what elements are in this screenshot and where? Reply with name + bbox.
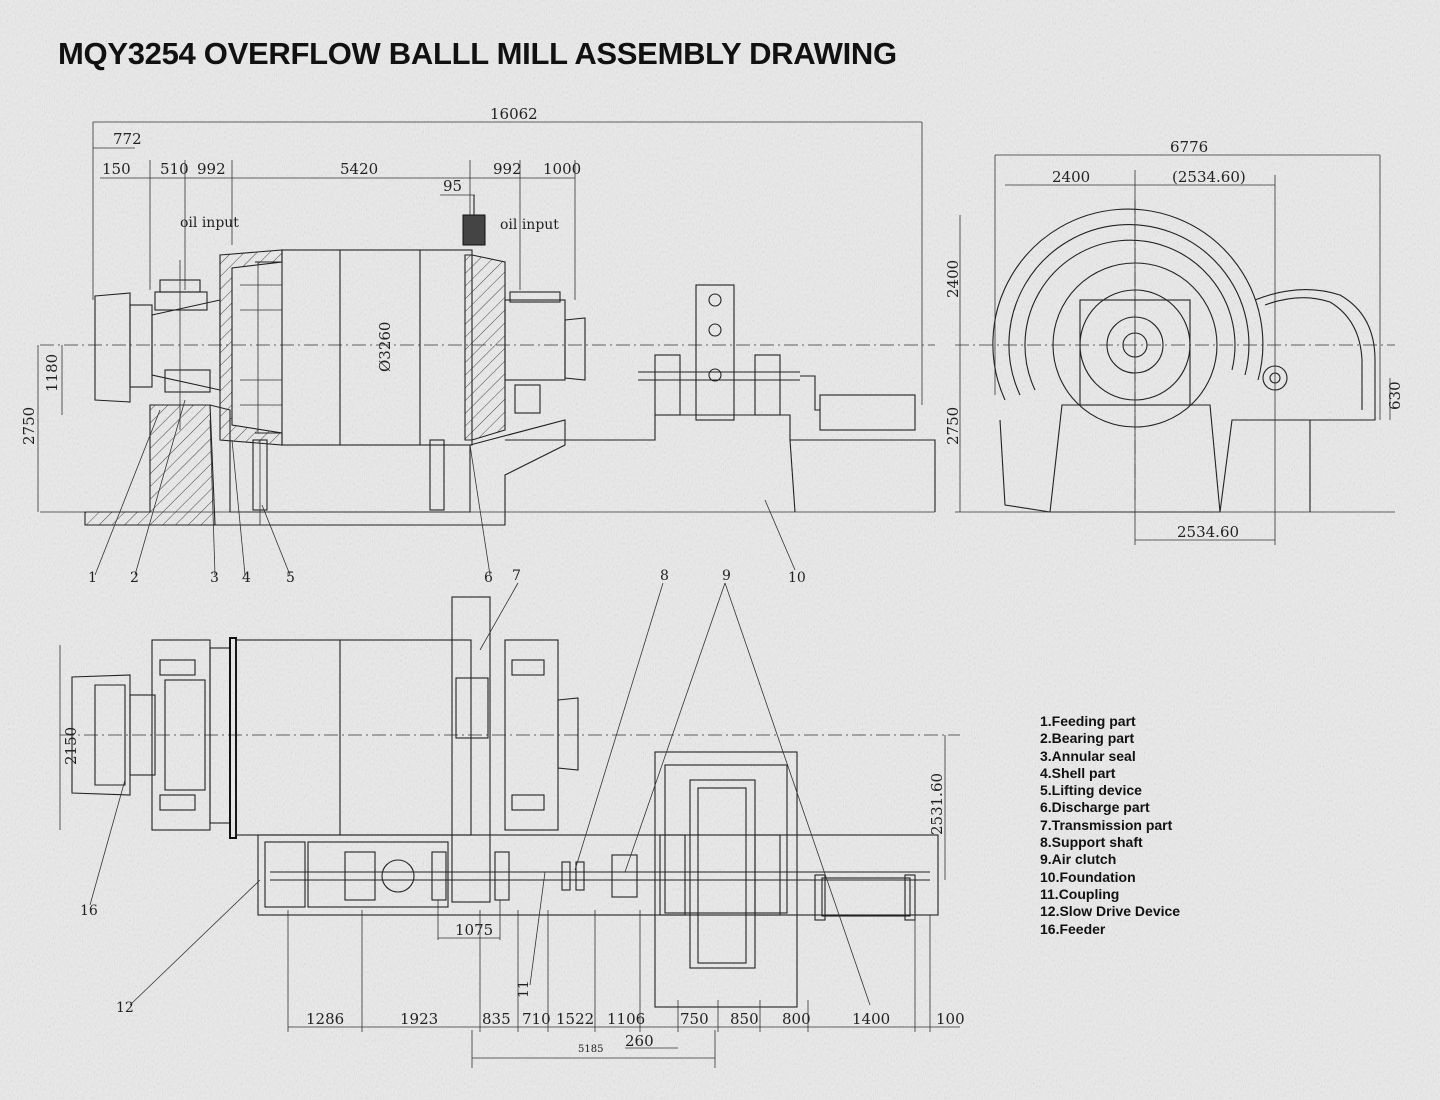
legend-item-feeder: 16.Feeder — [1040, 920, 1106, 937]
legend-item-feeding-part: 1.Feeding part — [1040, 713, 1136, 729]
callout-12: 12 — [116, 1000, 134, 1016]
plan-view: 2150 2531.60 1075 — [59, 582, 965, 1068]
callout-7: 7 — [512, 568, 521, 584]
legend-item-shell-part: 4.Shell part — [1040, 764, 1116, 781]
callout-9: 9 — [722, 568, 731, 584]
dim-992-right: 992 — [493, 160, 522, 178]
side-view: 16062 772 150 510 992 5420 992 1000 95 o… — [20, 105, 936, 586]
callout-6: 6 — [484, 570, 493, 586]
dim-2534-ref: (2534.60) — [1172, 168, 1246, 186]
dim-5420: 5420 — [340, 160, 378, 178]
dim-1180: 1180 — [43, 354, 61, 392]
callout-5: 5 — [286, 570, 295, 586]
callout-3: 3 — [210, 570, 219, 586]
dim-2400-side: 2400 — [944, 260, 962, 298]
callout-4: 4 — [242, 570, 251, 586]
dim-2750-end: 2750 — [944, 407, 962, 445]
parts-legend: 1.Feeding part 2.Bearing part 3.Annular … — [1040, 713, 1180, 938]
callout-16: 16 — [80, 903, 98, 919]
oil-input-left-label: oil input — [180, 215, 239, 231]
dim-95: 95 — [443, 177, 462, 195]
dim-1923: 1923 — [400, 1010, 438, 1028]
dim-772: 772 — [113, 130, 142, 148]
dim-1286: 1286 — [306, 1010, 344, 1028]
dim-992-left: 992 — [197, 160, 226, 178]
legend-item-slow-drive-device: 12.Slow Drive Device — [1040, 903, 1181, 920]
dim-1400: 1400 — [852, 1010, 890, 1028]
dim-5185: 5185 — [578, 1044, 603, 1055]
drawing-title: MQY3254 OVERFLOW BALLL MILL ASSEMBLY DRA… — [58, 36, 897, 71]
legend-item-foundation: 10.Foundation — [1040, 868, 1136, 885]
dim-800: 800 — [782, 1010, 811, 1028]
dim-overall-length: 16062 — [490, 105, 538, 123]
dim-2531: 2531.60 — [928, 773, 946, 835]
dim-1106: 1106 — [607, 1010, 645, 1028]
callout-8: 8 — [660, 568, 669, 584]
legend-item-annular-seal: 3.Annular seal — [1040, 747, 1136, 764]
legend-item-coupling: 11.Coupling — [1040, 885, 1120, 902]
callout-11: 11 — [516, 980, 532, 998]
dim-850: 850 — [730, 1010, 759, 1028]
dim-2400-top: 2400 — [1052, 168, 1090, 186]
callout-2: 2 — [130, 570, 139, 586]
dim-1522: 1522 — [556, 1010, 594, 1028]
dim-630: 630 — [1386, 381, 1404, 410]
callout-10: 10 — [788, 570, 806, 586]
dim-1075: 1075 — [455, 921, 493, 939]
dim-150: 150 — [102, 160, 131, 178]
oil-input-right-label: oil input — [500, 217, 559, 233]
legend-item-transmission-part: 7.Transmission part — [1040, 816, 1173, 833]
dim-510: 510 — [160, 160, 189, 178]
dim-710: 710 — [522, 1010, 551, 1028]
dim-2150: 2150 — [62, 727, 80, 765]
dim-1000: 1000 — [543, 160, 581, 178]
legend-item-air-clutch: 9.Air clutch — [1040, 851, 1117, 868]
legend-item-support-shaft: 8.Support shaft — [1040, 834, 1143, 851]
end-view: 6776 2400 (2534.60) — [944, 138, 1404, 545]
dim-2534-bottom: 2534.60 — [1177, 523, 1239, 541]
dim-260: 260 — [625, 1032, 654, 1050]
dim-100: 100 — [936, 1010, 965, 1028]
callout-1: 1 — [88, 570, 97, 586]
dim-750: 750 — [680, 1010, 709, 1028]
dim-end-width: 6776 — [1170, 138, 1208, 156]
legend-item-discharge-part: 6.Discharge part — [1040, 799, 1150, 816]
dim-835: 835 — [482, 1010, 511, 1028]
dim-2750-side: 2750 — [20, 407, 38, 445]
legend-item-bearing-part: 2.Bearing part — [1040, 730, 1135, 747]
legend-item-lifting-device: 5.Lifting device — [1040, 782, 1142, 799]
dim-shell-diameter: Ø3260 — [376, 322, 394, 372]
